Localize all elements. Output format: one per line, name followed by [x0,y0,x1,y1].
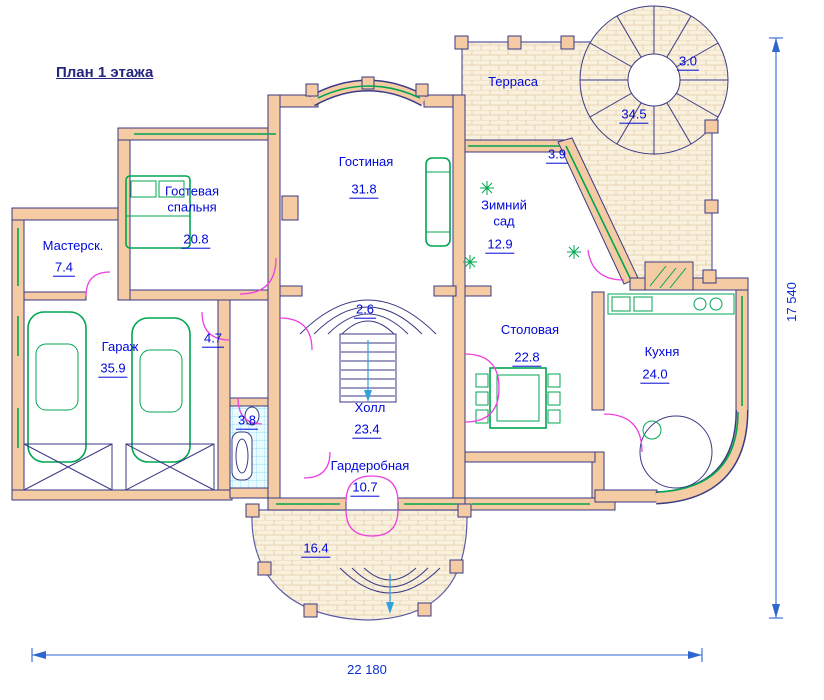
kitchen-counter [607,265,735,315]
garage-door [23,443,113,491]
room-label-terrace: Терраса [488,74,538,90]
plant [567,245,581,259]
car [27,311,87,463]
room-area-terrace: 34.5 [619,106,649,124]
dimension-width-label: 22 180 [347,662,387,678]
room-area-winter-garden: 12.9 [485,236,515,254]
room-label-kitchen: Кухня [644,344,680,360]
room-area-hall: 23.4 [352,421,382,439]
stairs-direction-arrow [364,340,394,614]
spiral-staircase [579,5,729,155]
kitchen-round-bay [639,415,713,489]
room-area-porch: 16.4 [301,540,331,558]
room-label-winter-garden: Зимний сад [481,197,527,228]
porch-platform [251,509,468,621]
room-area-corridor: 4.7 [201,330,225,348]
walls-layer [11,35,749,618]
bathtub [231,406,260,481]
room-label-bedroom: Гостевая спальня [165,183,219,214]
room-area-workshop: 7.4 [52,259,76,277]
windows-layer [17,85,743,505]
dining-table [475,367,561,429]
room-area-terrace-step: 3.9 [545,146,569,164]
plant [480,181,494,195]
room-label-living: Гостиная [338,154,394,170]
room-area-living: 31.8 [349,181,379,199]
room-area-bathroom: 3.8 [235,412,259,430]
room-area-bedroom: 20.8 [181,231,211,249]
room-label-workshop: Мастерск. [42,238,104,254]
furniture-layer [23,157,735,491]
car [131,317,191,463]
room-area-wardrobe: 10.7 [350,479,380,497]
room-label-hall: Холл [354,400,386,416]
room-area-kitchen: 24.0 [640,366,670,384]
doors-layer [85,249,643,537]
dimension-height-label: 17 540 [784,282,800,322]
page-title: План 1 этажа [56,64,154,81]
room-area-terrace-upper: 3.0 [676,53,700,71]
garage-door [125,443,215,491]
dimension-lines [31,37,783,662]
room-label-dining: Столовая [500,322,560,338]
room-area-garage: 35.9 [98,360,128,378]
room-label-garage: Гараж [101,339,139,355]
room-area-dining: 22.8 [512,349,542,367]
bed [125,175,191,249]
sofa [425,157,451,247]
room-area-stairs: 2.6 [353,301,377,319]
plant [463,255,477,269]
room-label-wardrobe: Гардеробная [330,458,410,474]
